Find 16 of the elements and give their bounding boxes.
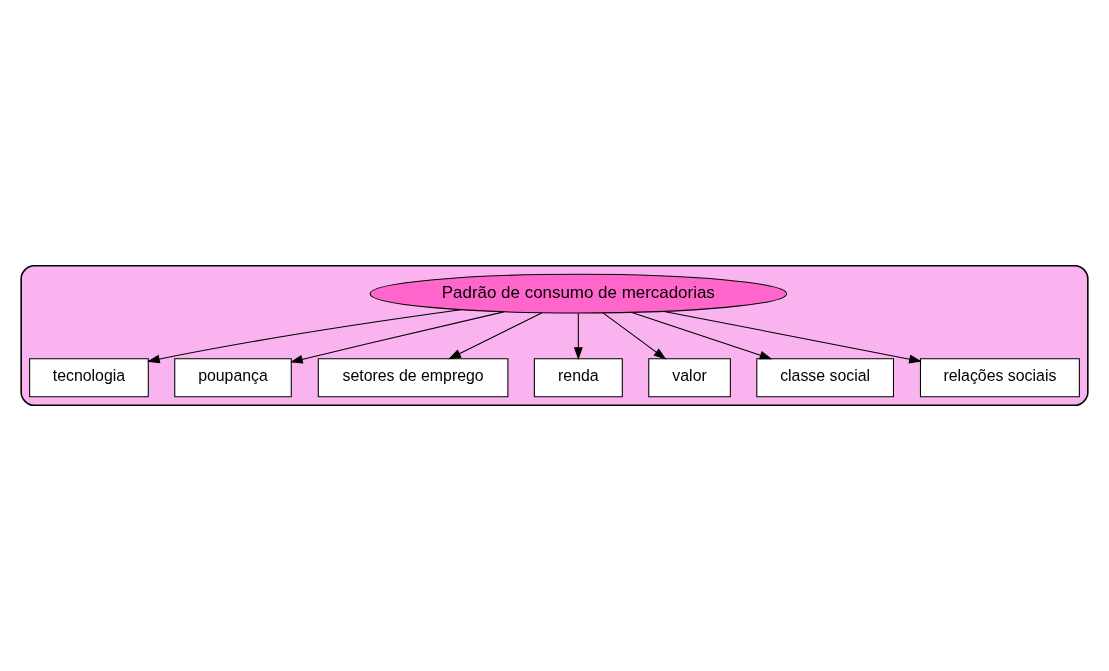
- arrow: [631, 312, 773, 360]
- cluster: [20, 264, 1089, 407]
- node-box: valor: [648, 358, 731, 398]
- arrow: [448, 312, 543, 360]
- arrow: [602, 312, 667, 360]
- node-box: poupança: [174, 358, 292, 398]
- arrow: [573, 312, 583, 361]
- arrow: [290, 311, 505, 364]
- node-box: tecnologia: [29, 358, 149, 398]
- node-ellipse: Padrão de consumo de mercadorias: [369, 273, 788, 314]
- node-box: relações sociais: [919, 358, 1080, 398]
- node-box: classe social: [756, 358, 894, 398]
- arrow: [147, 309, 462, 364]
- arrow: [663, 310, 922, 364]
- node-box: setores de emprego: [317, 358, 509, 398]
- node-box: renda: [533, 358, 623, 398]
